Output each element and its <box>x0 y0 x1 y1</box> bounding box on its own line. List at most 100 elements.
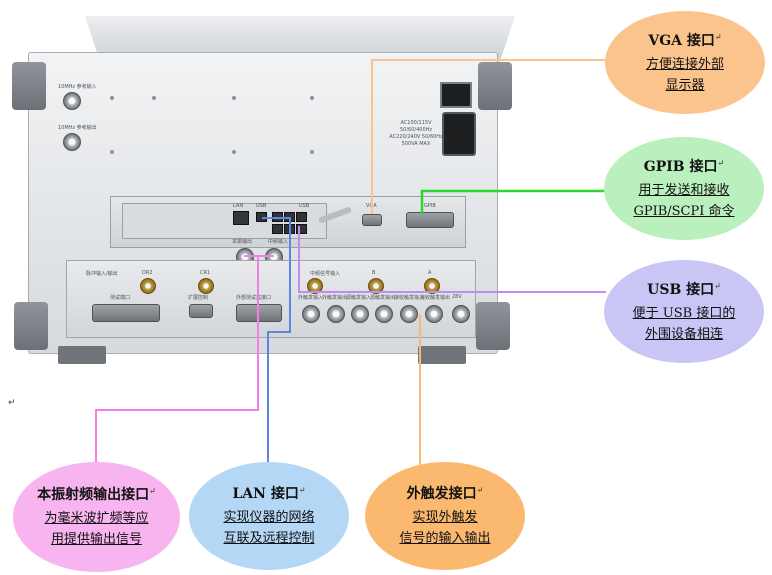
paragraph-mark: ↵ <box>298 484 306 495</box>
power-switch <box>440 82 472 108</box>
rf-out-callout-line: 用提供输出信号 <box>50 532 142 547</box>
ext-io-label: 外部测试集接口 <box>236 295 272 301</box>
power-spec-line: AC100/115V 50/60/400Hz <box>399 120 433 133</box>
corner-guard-bottom-left <box>14 302 48 350</box>
bnc-label: 接收触发输入 <box>394 295 425 301</box>
ext-control-label: 扩展控制 <box>188 295 209 301</box>
screw <box>110 96 114 100</box>
bnc-label: 源触发输出 <box>370 295 396 301</box>
lan-leader-line <box>262 217 291 465</box>
lan-callout-line: 互联及远程控制 <box>223 531 315 546</box>
aux-io-label: 脉冲输入/输出 <box>86 271 118 277</box>
screw <box>232 96 236 100</box>
if-signal-connector <box>307 278 323 294</box>
rf-out-callout: 本振射频输出接口↵ 为毫米波扩频等应 用提供输出信号 <box>13 462 180 572</box>
rf-out-leader-line <box>95 255 259 465</box>
paragraph-mark: ↵ <box>714 30 722 41</box>
bnc-label: 源触发输入 <box>346 295 372 301</box>
corner-guard-top-left <box>12 62 46 110</box>
vga-callout-line: 显示器 <box>665 77 705 93</box>
rf-out-callout-line: 为毫米波扩频等应 <box>44 511 149 526</box>
bnc-label: 外触发输入 <box>298 295 324 301</box>
usb-port <box>272 224 283 234</box>
dr2-label: DR2 <box>142 270 153 276</box>
trigger-callout-line: 实现外触发 <box>412 510 478 525</box>
trigger-bnc <box>400 305 418 323</box>
trigger-bnc <box>327 305 345 323</box>
trigger-bnc <box>425 305 443 323</box>
gpib-callout-line: GPIB/SCPI 命令 <box>633 203 735 219</box>
cr1-connector <box>198 278 214 294</box>
usb-port <box>296 224 307 234</box>
bnc-label: 外触发输出 <box>322 295 348 301</box>
trigger-callout: 外触发接口↵ 实现外触发 信号的输入输出 <box>365 462 525 570</box>
usb-port-label: USB <box>256 203 267 209</box>
lan-port <box>233 211 249 225</box>
screw <box>310 150 314 154</box>
if-in-label: 中频输入 <box>268 239 289 245</box>
gpib-callout: GPIB 接口↵ 用于发送和接收 GPIB/SCPI 命令 <box>604 137 764 240</box>
bnc-label: 接收触发输出 <box>420 295 451 301</box>
trigger-bnc <box>351 305 369 323</box>
corner-guard-bottom-right <box>476 302 510 350</box>
trigger-callout-title: 外触发接口 <box>406 486 477 502</box>
corner-guard-top-right <box>478 62 512 110</box>
ref-out-connector <box>63 133 81 151</box>
v28-connector <box>452 305 470 323</box>
trigger-bnc <box>375 305 393 323</box>
cr1-label: CR1 <box>200 270 211 276</box>
vga-callout-line: 方便连接外部 <box>645 56 724 72</box>
gpib-callout-title: GPIB 接口 <box>643 158 718 175</box>
usb-callout-line: 便于 USB 接口的 <box>632 305 736 321</box>
usb-callout-title: USB 接口 <box>647 281 715 298</box>
usb-callout: USB 接口↵ 便于 USB 接口的 外围设备相连 <box>604 260 764 363</box>
vga-port <box>362 214 382 226</box>
screw <box>152 96 156 100</box>
screw <box>232 150 236 154</box>
paragraph-mark: ↵ <box>476 484 484 495</box>
screw <box>110 150 114 154</box>
lan-port-label: LAN <box>233 203 244 209</box>
paragraph-mark: ↵ <box>714 279 721 290</box>
paragraph-mark: ↵ <box>149 485 156 496</box>
vga-callout: VGA 接口↵ 方便连接外部 显示器 <box>605 11 765 114</box>
power-inlet <box>442 112 476 156</box>
power-spec-line: AC220/240V 50/60Hz <box>389 134 443 140</box>
power-spec-text: AC100/115V 50/60/400Hz AC220/240V 50/60H… <box>386 120 446 148</box>
port-b-connector <box>368 278 384 294</box>
ref-out-label: 10MHz 参考输出 <box>58 125 97 131</box>
power-spec-line: 500VA MAX <box>401 141 431 147</box>
test-port-connector <box>92 304 160 322</box>
gpib-port <box>406 212 454 228</box>
usb-leader-line <box>298 226 606 293</box>
lo-out-label: 本振输出 <box>232 239 253 245</box>
ref-in-label: 10MHz 参考输入 <box>58 84 97 90</box>
usb-port-label: USB <box>299 203 310 209</box>
test-port-label: 测试端口 <box>110 295 131 301</box>
dr2-connector <box>140 278 156 294</box>
trigger-callout-line: 信号的输入输出 <box>399 531 491 546</box>
lan-callout-line: 实现仪器的网络 <box>223 510 315 525</box>
instrument-foot-right <box>418 346 466 364</box>
lan-callout-title: LAN 接口 <box>232 486 299 502</box>
screw <box>310 96 314 100</box>
rf-out-callout-title: 本振射频输出接口 <box>37 487 150 503</box>
usb-callout-line: 外围设备相连 <box>644 326 723 342</box>
gpib-callout-line: 用于发送和接收 <box>638 182 730 198</box>
port-b-label: B <box>372 270 376 276</box>
v28-label: 28V <box>452 294 462 300</box>
if-signal-in-label: 中频信号输入 <box>310 271 341 277</box>
ref-in-connector <box>63 92 81 110</box>
port-a-connector <box>424 278 440 294</box>
port-a-label: A <box>428 270 432 276</box>
lower-connector-panel <box>66 260 476 338</box>
gpib-leader-line <box>420 189 606 214</box>
instrument-foot-left <box>58 346 106 364</box>
vga-leader-line <box>371 59 606 214</box>
gpib-port-label: GPIB <box>424 203 436 209</box>
usb-port <box>296 212 307 222</box>
lan-callout: LAN 接口↵ 实现仪器的网络 互联及远程控制 <box>189 462 349 570</box>
paragraph-mark: ↵ <box>8 398 16 408</box>
